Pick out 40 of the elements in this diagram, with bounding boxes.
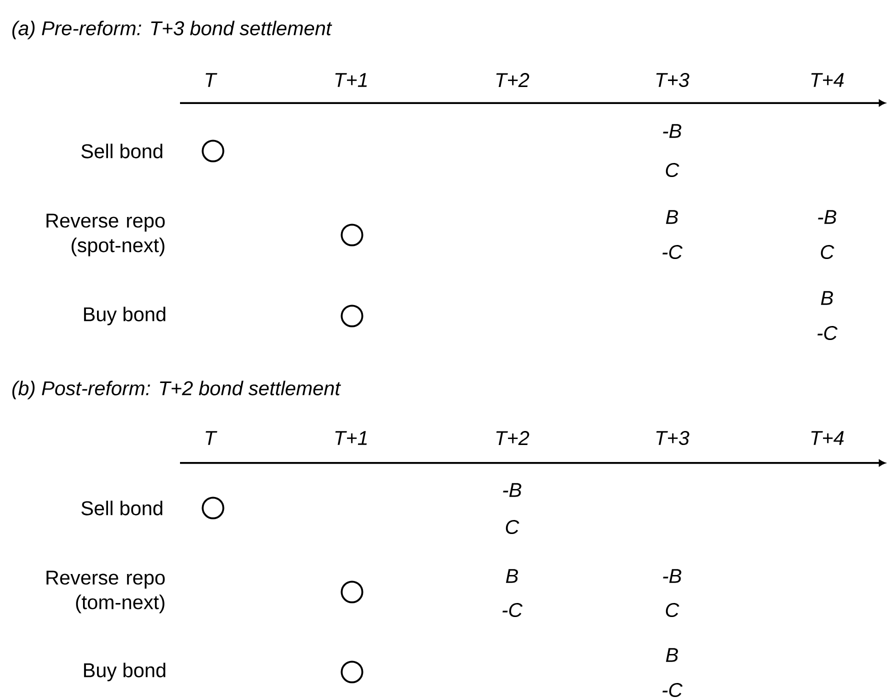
- tick-label: T+2: [496, 73, 530, 87]
- tick-label: T+3: [656, 430, 690, 446]
- tick-label: T+1: [335, 73, 367, 87]
- trade-circle: [340, 580, 364, 604]
- row-label: Buy bond: [84, 306, 166, 326]
- tick-label: T+4: [811, 73, 844, 87]
- cash-flow-label: C: [506, 520, 520, 534]
- tick-label: T+2: [496, 431, 530, 445]
- cash-flow-label: -B: [663, 124, 682, 138]
- trade-circle: [340, 224, 364, 246]
- cash-flow-label: -B: [503, 483, 522, 497]
- trade-circle: [340, 304, 364, 328]
- row-label: Sell bond: [81, 144, 162, 158]
- title: (a) Pre-reform: T+3 bond settlement: [12, 20, 332, 40]
- row-label: Reverse repo (tom-next): [46, 570, 165, 614]
- cash-flow-label: -C: [662, 244, 683, 260]
- cash-flow-label: -C: [502, 602, 523, 618]
- trade-circle: [340, 660, 364, 684]
- tick-label: T: [206, 431, 218, 445]
- cash-flow-label: B: [506, 569, 518, 583]
- tick-label: T+3: [656, 72, 690, 88]
- tick-label: T+1: [335, 431, 367, 445]
- cash-flow-label: B: [666, 648, 678, 662]
- cash-flow-label: -B: [663, 569, 682, 583]
- row-label: Reverse repo (spot-next): [46, 214, 165, 256]
- cash-flow-label: C: [666, 162, 680, 178]
- trade-circle: [202, 496, 224, 520]
- row-label: Buy bond: [84, 662, 166, 682]
- tick-label: T+4: [811, 431, 844, 445]
- cash-flow-label: B: [666, 210, 678, 224]
- cash-flow-label: -C: [662, 682, 683, 698]
- cash-flow-label: -B: [818, 210, 836, 224]
- cash-flow-label: C: [666, 602, 680, 618]
- cash-flow-label: B: [820, 291, 833, 305]
- title: (b) Post-reform: T+2 bond settlement: [12, 380, 341, 400]
- trade-circle: [202, 140, 224, 162]
- tick-label: T: [206, 73, 218, 87]
- cash-flow-label: C: [820, 244, 834, 260]
- cash-flow-label: -C: [818, 326, 838, 340]
- row-label: Sell bond: [81, 500, 162, 516]
